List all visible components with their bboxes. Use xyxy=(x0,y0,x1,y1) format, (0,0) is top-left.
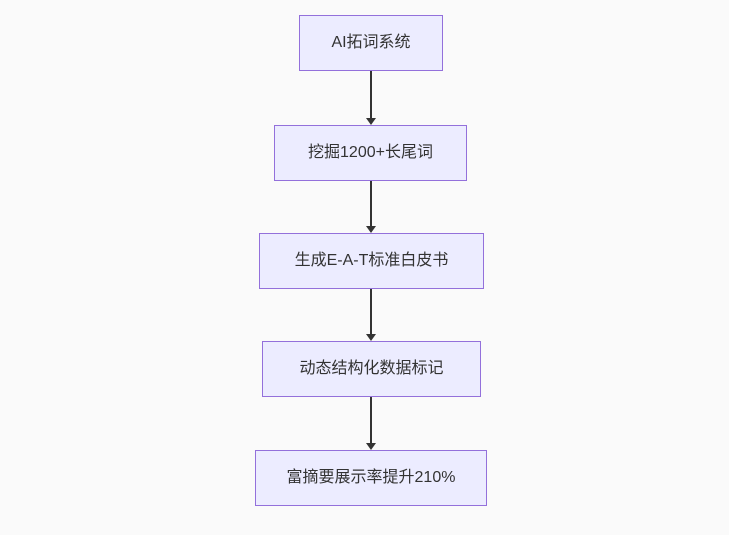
arrow-line xyxy=(370,397,372,443)
flow-node-rich-snippet-rate-increase: 富摘要展示率提升210% xyxy=(255,450,487,506)
arrow-line xyxy=(370,181,372,226)
flow-node-dynamic-structured-data-markup: 动态结构化数据标记 xyxy=(262,341,481,397)
flow-arrow-2 xyxy=(366,181,376,233)
arrow-down-icon xyxy=(366,443,376,450)
arrow-down-icon xyxy=(366,334,376,341)
flow-node-ai-word-expansion-system: AI拓词系统 xyxy=(299,15,443,71)
flow-node-generate-eat-whitepaper: 生成E-A-T标准白皮书 xyxy=(259,233,484,289)
flow-arrow-4 xyxy=(366,397,376,450)
flow-arrow-3 xyxy=(366,289,376,341)
arrow-down-icon xyxy=(366,118,376,125)
arrow-line xyxy=(370,71,372,118)
arrow-line xyxy=(370,289,372,334)
flow-node-mine-longtail-keywords: 挖掘1200+长尾词 xyxy=(274,125,467,181)
flow-arrow-1 xyxy=(366,71,376,125)
arrow-down-icon xyxy=(366,226,376,233)
